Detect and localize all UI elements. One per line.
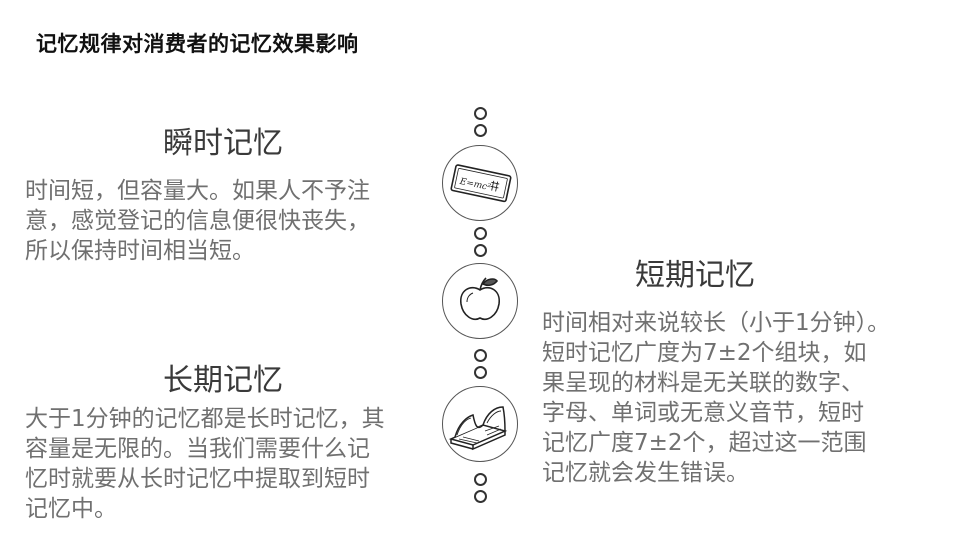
timeline-dot [474, 473, 487, 486]
timeline-dot [474, 124, 487, 137]
text-line: 记忆就会发生错误。 [542, 460, 749, 486]
apple-icon [442, 263, 518, 339]
page-title: 记忆规律对消费者的记忆效果影响 [36, 32, 359, 56]
blackboard-formula: E=mc² [458, 177, 492, 194]
text-line: 时间短，但容量大。如果人不予注 [25, 178, 370, 204]
timeline-dot [474, 244, 487, 257]
timeline-dot [474, 349, 487, 362]
text-line: 短时记忆广度为7±2个组块，如 [542, 340, 867, 366]
text-line: 记忆广度7±2个，超过这一范围 [542, 430, 867, 456]
text-line: 忆时就要从长时记忆中提取到短时 [25, 466, 370, 492]
timeline-dot [474, 366, 487, 379]
heading-instant-memory: 瞬时记忆 [163, 126, 283, 161]
blackboard-icon: E=mc² [442, 145, 518, 221]
timeline-dot [474, 107, 487, 120]
text-line: 记忆中。 [25, 496, 117, 522]
timeline: E=mc² [440, 100, 522, 520]
timeline-dot [474, 490, 487, 503]
text-line: 所以保持时间相当短。 [25, 238, 255, 264]
text-short-memory: 时间相对来说较长（小于1分钟）。 短时记忆广度为7±2个组块，如 果呈现的材料是… [542, 308, 952, 488]
text-long-memory: 大于1分钟的记忆都是长时记忆，其 容量是无限的。当我们需要什么记 忆时就要从长时… [25, 404, 440, 524]
heading-short-memory: 短期记忆 [635, 258, 755, 293]
text-line: 大于1分钟的记忆都是长时记忆，其 [25, 406, 385, 432]
book-icon [442, 386, 518, 462]
text-line: 时间相对来说较长（小于1分钟）。 [542, 310, 891, 336]
text-line: 字母、单词或无意义音节，短时 [542, 400, 864, 426]
text-line: 意，感觉登记的信息便很快丧失， [25, 208, 370, 234]
text-line: 容量是无限的。当我们需要什么记 [25, 436, 370, 462]
text-line: 果呈现的材料是无关联的数字、 [542, 370, 864, 396]
heading-long-memory: 长期记忆 [163, 363, 283, 398]
timeline-dot [474, 227, 487, 240]
text-instant-memory: 时间短，但容量大。如果人不予注 意，感觉登记的信息便很快丧失， 所以保持时间相当… [25, 176, 435, 266]
